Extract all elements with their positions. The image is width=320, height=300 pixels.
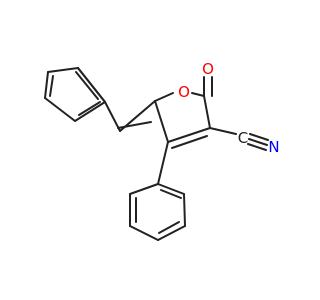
- ring-bottom-bond-1: [157, 183, 185, 195]
- molecule-diagram: O O C N: [0, 0, 300, 300]
- ring-bottom-bond-2: [183, 193, 186, 227]
- nitrile-group: [209, 127, 269, 151]
- bond-triple-3: [247, 143, 267, 151]
- bond-c4-phenyl: [157, 141, 169, 185]
- ring-bottom-double-1: [160, 189, 182, 199]
- bond-c3-c4-double: [171, 135, 208, 149]
- bond-c4-c5: [154, 100, 169, 143]
- nitrile-nitrogen-label: N: [268, 138, 279, 156]
- ring-bottom-bond-6: [129, 183, 159, 195]
- ring-top-bond-5: [74, 101, 106, 122]
- nitrile-carbon-label: C: [238, 129, 248, 147]
- phenyl-ring-bottom: [129, 141, 186, 241]
- bond-triple-1: [248, 138, 268, 146]
- carbonyl-group: [203, 76, 213, 97]
- ring-top-bond-4: [44, 97, 76, 122]
- bond-c5-ch-double: [117, 121, 152, 129]
- bond-triple-2: [249, 133, 269, 141]
- ring-top-bond-2: [47, 67, 79, 73]
- ring-top-bond-3: [44, 71, 49, 99]
- phenyl-ring-top: [44, 67, 106, 122]
- bond-c3-c4: [167, 127, 211, 143]
- bond-o-c2: [191, 92, 205, 97]
- carbonyl-oxygen-label: O: [202, 60, 214, 78]
- ring-bottom-bond-3: [157, 225, 186, 241]
- structure-canvas: O O C N: [0, 0, 300, 300]
- bond-c2-c3: [203, 95, 211, 129]
- bond-c3-cn: [209, 127, 237, 135]
- ring-oxygen-label: O: [178, 83, 190, 101]
- furanone-ring: [154, 92, 211, 149]
- ring-top-bond-6: [77, 67, 106, 103]
- ring-bottom-bond-4: [129, 225, 159, 241]
- bond-o-c5: [154, 92, 174, 102]
- benzylidene-group: [104, 100, 156, 132]
- ring-top-double-3: [78, 101, 101, 116]
- bond-ch-phenyl: [104, 101, 121, 132]
- ring-bottom-double-2: [158, 221, 180, 234]
- background: [0, 0, 300, 300]
- ring-top-double-2: [49, 75, 54, 97]
- ring-top-double-1: [75, 71, 99, 100]
